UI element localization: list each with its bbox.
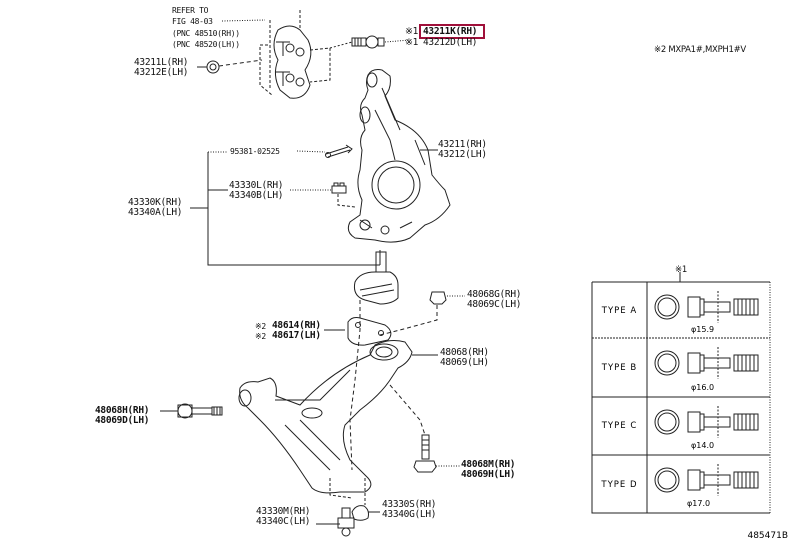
part-48068G[interactable]: 48068G(RH) [467, 289, 522, 300]
refer-line-4: (PNC 48520(LH)) [172, 40, 240, 49]
type-table-grid [591, 272, 771, 514]
part-48068M[interactable]: 48068M(RH) [461, 459, 516, 470]
cotter-pin-drawing [325, 144, 353, 158]
refer-line-1: REFER TO [172, 6, 209, 15]
part-mark-2a: ※2 [255, 322, 266, 331]
type-a-diameter: φ15.9 [691, 325, 715, 334]
part-43212[interactable]: 43212(LH) [438, 149, 487, 160]
part-48069D[interactable]: 48069D(LH) [95, 415, 150, 426]
refer-line-2[interactable]: FIG 48-03 [172, 17, 213, 26]
cover-drawing [347, 317, 392, 346]
part-43340B[interactable]: 43340B(LH) [229, 190, 284, 201]
part-highlight-43211K [419, 24, 485, 39]
refer-line-3: (PNC 48510(RH)) [172, 29, 240, 38]
type-c-bolt-icon [654, 406, 759, 438]
part-48069H[interactable]: 48069H(LH) [461, 469, 516, 480]
type-b-label: TYPE B [601, 363, 638, 373]
lower-arm-drawing [238, 340, 413, 494]
part-43340G[interactable]: 43340G(LH) [382, 509, 437, 520]
part-48069[interactable]: 48069(LH) [440, 357, 489, 368]
drawing-code: 485471B [747, 531, 788, 541]
part-43211K[interactable]: 43211K(RH) [423, 26, 478, 37]
part-43211L[interactable]: 43211L(RH) [134, 57, 189, 68]
part-mark-1: ※1 [405, 26, 419, 37]
rear-bolt-drawing [413, 434, 437, 473]
part-43330K[interactable]: 43330K(RH) [128, 197, 183, 208]
part-48614[interactable]: 48614(RH) [272, 320, 321, 331]
ball-joint-drawing [354, 251, 399, 305]
type-b-diameter: φ16.0 [691, 383, 715, 392]
type-c-diameter: φ14.0 [691, 441, 715, 450]
type-b-bolt-icon [654, 347, 759, 379]
arm-nut-drawing [429, 291, 447, 305]
lower-ball-joint-drawing [337, 507, 355, 537]
part-43330M[interactable]: 43330M(RH) [256, 506, 311, 517]
steering-knuckle-drawing [347, 69, 451, 243]
type-a-bolt-icon [654, 291, 759, 323]
part-48068H[interactable]: 48068H(RH) [95, 405, 150, 416]
part-43211[interactable]: 43211(RH) [438, 139, 487, 150]
type-d-bolt-icon [654, 464, 759, 496]
part-95381-02525[interactable]: 95381-02525 [230, 147, 280, 156]
type-table-bolts [654, 291, 759, 496]
part-43212E[interactable]: 43212E(LH) [134, 67, 189, 78]
part-43330L[interactable]: 43330L(RH) [229, 180, 284, 191]
part-mark-2b: ※2 [255, 332, 266, 341]
hub-bolt-drawing [351, 35, 385, 49]
knuckle-nut-drawing [206, 60, 220, 74]
part-43340A[interactable]: 43340A(LH) [128, 207, 183, 218]
front-bolt-drawing [177, 403, 223, 419]
model-note: ※2 MXPA1#,MXPH1#V [654, 45, 746, 55]
part-43340C[interactable]: 43340C(LH) [256, 516, 311, 527]
part-48068[interactable]: 48068(RH) [440, 347, 489, 358]
brake-bracket-drawing [259, 10, 301, 96]
part-48069C[interactable]: 48069C(LH) [467, 299, 522, 310]
part-43330S[interactable]: 43330S(RH) [382, 499, 437, 510]
type-d-label: TYPE D [601, 480, 638, 490]
type-c-label: TYPE C [601, 421, 638, 431]
part-48617[interactable]: 48617(LH) [272, 330, 321, 341]
part-mark-1b: ※1 [405, 37, 419, 48]
type-table-header: ※1 [675, 265, 687, 275]
brake-bracket-shape [273, 25, 312, 99]
type-d-diameter: φ17.0 [687, 499, 711, 508]
part-43212D[interactable]: 43212D(LH) [423, 37, 478, 48]
type-a-label: TYPE A [601, 306, 638, 316]
type-table: TYPE A φ15.9 TYPE B φ16.0 TYPE C φ14.0 T… [592, 280, 772, 513]
dust-deflector-drawing [331, 182, 347, 194]
